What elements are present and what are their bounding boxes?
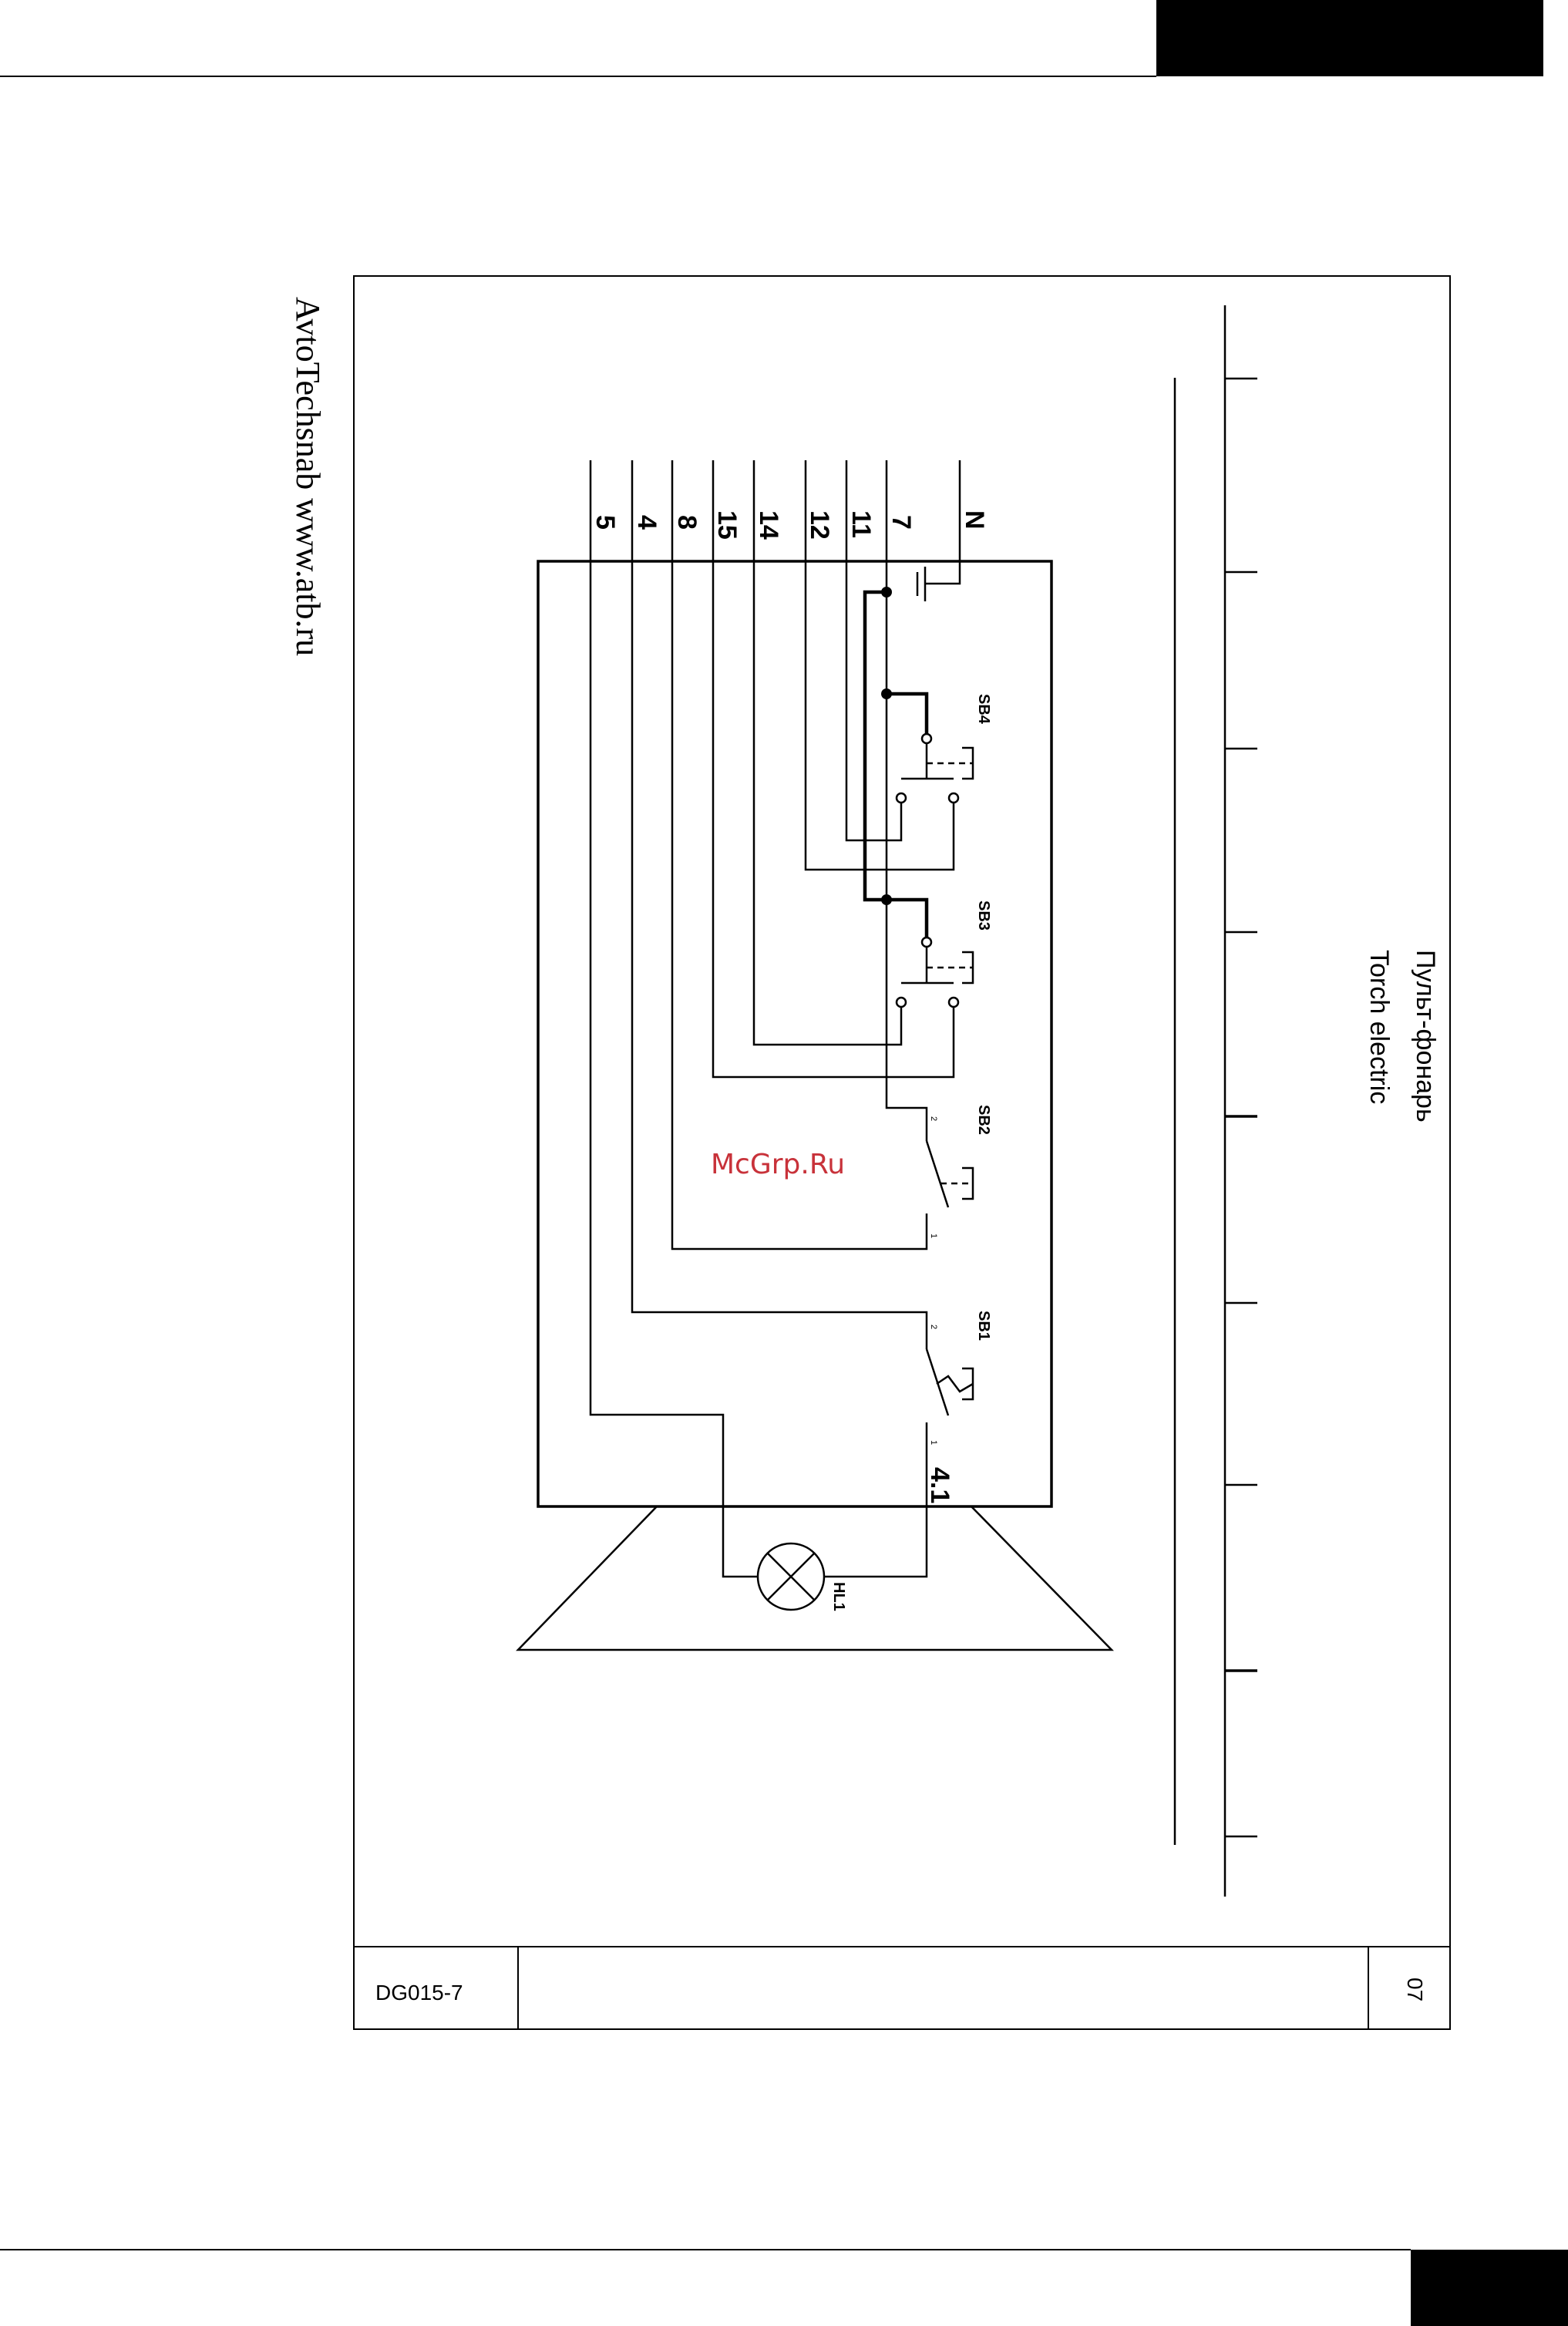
bus-7-sb3 <box>887 900 927 939</box>
wire-label-8: 8 <box>672 515 702 530</box>
wire-label-7: 7 <box>887 515 916 530</box>
wire-label-4: 4 <box>632 515 661 530</box>
brand-text: AvtoTechsnab www.atb.ru <box>289 297 327 656</box>
wire-bundle <box>591 460 960 1577</box>
lamp-icon <box>758 1543 824 1610</box>
sb3-terminal-top <box>922 937 931 947</box>
junction-dot-3 <box>881 894 892 905</box>
watermark: McGrp.Ru <box>711 1149 845 1180</box>
switch-sb1: 2 1 SB1 <box>927 1311 992 1445</box>
wire-label-5: 5 <box>591 515 620 530</box>
title-en: Torch electric <box>1364 950 1394 1104</box>
sb4-terminal-right <box>949 793 958 803</box>
wire-labels: 5 4 8 15 14 12 11 7 N <box>591 510 989 540</box>
wire-8 <box>672 460 927 1249</box>
wire-7 <box>887 460 927 1114</box>
scale-ticks <box>1225 379 1257 1836</box>
sb4-terminal-top <box>922 734 931 743</box>
wire-label-12: 12 <box>805 510 834 540</box>
wire-41 <box>824 1443 927 1577</box>
sb2-label: SB2 <box>975 1105 992 1135</box>
bus-7 <box>865 592 887 900</box>
wire-15 <box>713 460 954 1077</box>
sb1-mark-1: 1 <box>929 1440 938 1445</box>
wire-label-N: N <box>960 510 989 530</box>
junction-label: 4.1 <box>925 1467 954 1503</box>
footer-bar <box>1411 2250 1568 2326</box>
drawing-frame <box>354 276 1450 2029</box>
wire-14 <box>754 460 901 1045</box>
wire-label-15: 15 <box>712 510 742 540</box>
sb3-label: SB3 <box>975 900 992 931</box>
ground-icon <box>917 567 925 601</box>
sb3-terminal-left <box>897 998 906 1007</box>
wire-5 <box>591 460 758 1577</box>
junction-dot-2 <box>881 688 892 699</box>
switch-sb2: 2 1 SB2 <box>927 1105 992 1238</box>
switch-sb4: SB4 <box>897 694 992 803</box>
page-number: 07 <box>1403 1978 1427 2001</box>
sb4-terminal-left <box>897 793 906 803</box>
title-ru: Пульт-фонарь <box>1411 950 1440 1123</box>
wire-N <box>925 460 960 584</box>
lamp-label: HL1 <box>830 1582 847 1611</box>
sb1-label: SB1 <box>975 1311 992 1341</box>
sb1-mark-2: 2 <box>929 1325 938 1329</box>
wire-label-14: 14 <box>754 510 783 540</box>
sb2-mark-1: 1 <box>929 1234 938 1238</box>
junction-dot-1 <box>881 587 892 597</box>
bus-7-sb4 <box>887 694 927 736</box>
torch-handle <box>518 1506 1112 1650</box>
sb2-mark-2: 2 <box>929 1116 938 1121</box>
sb3-terminal-right <box>949 998 958 1007</box>
wire-label-11: 11 <box>846 510 876 538</box>
switch-sb3: SB3 <box>897 900 992 1007</box>
torch-body <box>538 561 1052 1506</box>
header-bar <box>1156 0 1543 76</box>
sb4-label: SB4 <box>975 694 992 725</box>
drawing-code: DG015-7 <box>375 1981 463 2005</box>
